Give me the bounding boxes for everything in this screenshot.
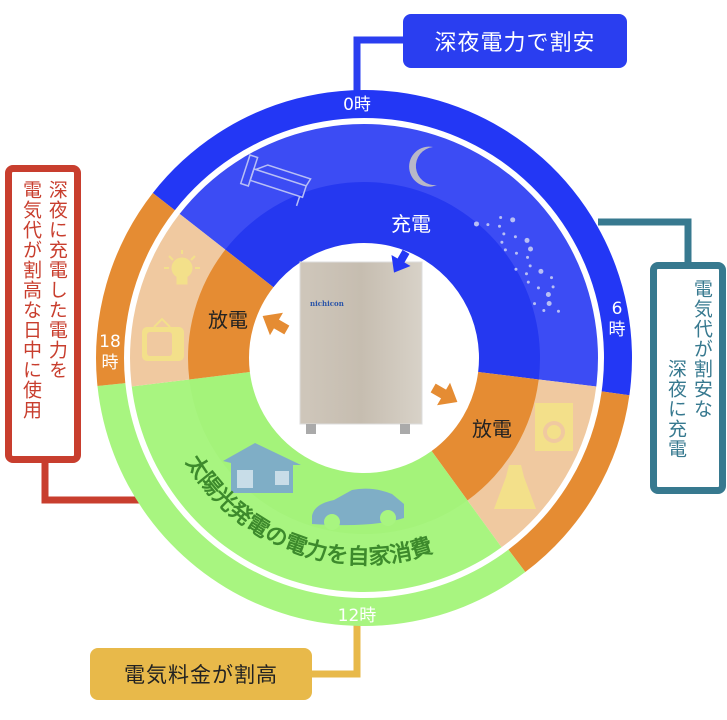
charge-arrow-icon bbox=[391, 249, 411, 273]
star-icon bbox=[513, 235, 517, 239]
hour-6-suffix: 時 bbox=[609, 320, 626, 340]
right-callout-connector bbox=[598, 218, 692, 262]
star-icon bbox=[497, 224, 501, 228]
washing-machine-icon bbox=[535, 403, 573, 451]
star-icon bbox=[533, 302, 537, 306]
hour-18-suffix: 時 bbox=[102, 353, 119, 373]
stars-icon bbox=[473, 215, 560, 313]
battery-brand-logo: nichicon bbox=[310, 299, 344, 308]
inner-ring-morning-inner-band bbox=[431, 372, 539, 501]
house-icon bbox=[223, 443, 301, 493]
callout-right-line-1: 電気代が割安な bbox=[690, 279, 713, 419]
hour-12-label: 12時 bbox=[338, 606, 377, 626]
outer-ring-night-segment bbox=[152, 90, 633, 396]
inner-ring-night-outer-band bbox=[179, 123, 599, 387]
callout-daytime-rate-expensive: 電気料金が割高 bbox=[90, 648, 312, 700]
star-icon bbox=[556, 309, 560, 313]
top-callout-connector bbox=[353, 36, 410, 95]
callout-left-line-2: 電気代が割高な日中に使用 bbox=[20, 180, 42, 420]
moon-icon bbox=[409, 146, 437, 187]
star-icon bbox=[500, 240, 504, 244]
outer-ring-evening-segment bbox=[96, 193, 175, 387]
callout-daytime-use: 深夜に充電した電力を 電気代が割高な日中に使用 bbox=[5, 165, 81, 463]
star-icon bbox=[536, 286, 540, 290]
hour-0-label: 0時 bbox=[343, 95, 371, 115]
star-icon bbox=[486, 223, 490, 227]
callout-night-charge: 電気代が割安な 深夜に充電 bbox=[650, 262, 726, 494]
inner-ring-day-outer-band bbox=[131, 379, 502, 593]
star-icon bbox=[524, 237, 530, 243]
callout-bottom-text: 電気料金が割高 bbox=[124, 663, 278, 687]
discharge-right-label: 放電 bbox=[472, 417, 512, 441]
star-icon bbox=[551, 285, 555, 289]
charge-label: 充電 bbox=[391, 212, 431, 236]
star-icon bbox=[546, 301, 552, 307]
outer-ring-morning-segment bbox=[508, 391, 630, 573]
inner-ring-night-inner-band bbox=[225, 181, 540, 380]
star-icon bbox=[538, 268, 544, 274]
star-icon bbox=[514, 251, 518, 255]
outer-ring-day-segment bbox=[97, 383, 526, 626]
light-bulb-icon bbox=[164, 250, 200, 285]
star-icon bbox=[528, 246, 534, 252]
bottom-callout-connector bbox=[310, 620, 361, 678]
discharge-arrow-left-icon bbox=[262, 312, 290, 336]
star-icon bbox=[526, 280, 530, 284]
discharge-arrow-right-icon bbox=[430, 382, 458, 406]
hour-18-number: 18 bbox=[99, 332, 121, 352]
bed-icon bbox=[239, 154, 312, 207]
discharge-left-label: 放電 bbox=[208, 308, 248, 332]
star-icon bbox=[550, 276, 554, 280]
storage-battery-image: nichicon bbox=[299, 261, 423, 434]
star-icon bbox=[503, 248, 507, 252]
inner-ring-day-inner-band bbox=[189, 372, 468, 534]
inner-ring-evening-inner-band bbox=[188, 249, 274, 380]
callout-night-rate-cheap: 深夜電力で割安 bbox=[403, 14, 627, 68]
callout-left-line-1: 深夜に充電した電力を bbox=[45, 180, 68, 380]
star-icon bbox=[514, 267, 518, 271]
star-icon bbox=[510, 217, 516, 223]
callout-top-text: 深夜電力で割安 bbox=[434, 31, 596, 56]
left-callout-connector bbox=[41, 460, 140, 504]
star-icon bbox=[473, 221, 479, 227]
star-icon bbox=[528, 264, 532, 268]
star-icon bbox=[542, 308, 546, 312]
star-icon bbox=[545, 292, 551, 298]
star-icon bbox=[502, 232, 506, 236]
dress-icon bbox=[494, 465, 536, 509]
car-icon bbox=[312, 488, 404, 530]
star-icon bbox=[524, 272, 528, 276]
star-icon bbox=[526, 255, 530, 259]
hour-6-number: 6 bbox=[612, 299, 623, 319]
star-icon bbox=[499, 215, 503, 219]
tv-icon bbox=[142, 317, 184, 361]
callout-right-line-2: 深夜に充電 bbox=[665, 359, 687, 459]
